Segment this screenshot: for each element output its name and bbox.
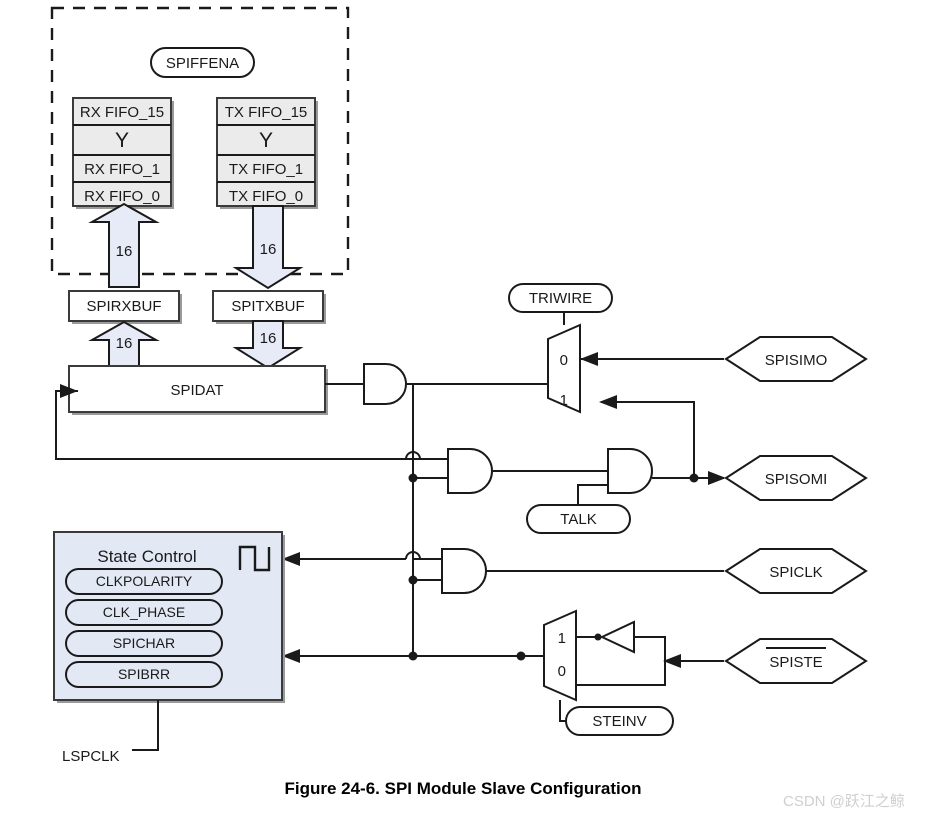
port-spisomi[interactable]: SPISOMI: [724, 455, 868, 501]
arrowhead-state-control-clock: [282, 552, 300, 566]
wire-inverter-in-to-ste: [576, 636, 666, 686]
spitxbuf-bus-width: 16: [260, 330, 277, 347]
steinv-mux: 1 0: [543, 609, 577, 702]
state-control-block: State Control CLKPOLARITY CLK_PHASE SPIC…: [53, 531, 285, 703]
triwire-mux-input-0-label: 0: [560, 352, 568, 369]
state-control-register-clkpolarity[interactable]: CLKPOLARITY: [65, 568, 223, 595]
spiffena-register[interactable]: SPIFFENA: [150, 47, 255, 78]
junction-dot-ste-mux-in: [516, 651, 526, 661]
talk-label: TALK: [560, 511, 596, 528]
state-control-register-clk-phase-label: CLK_PHASE: [103, 604, 185, 620]
spirxbuf-bus-width: 16: [116, 335, 133, 352]
tx-fifo-stack: TX FIFO_15 Y TX FIFO_1 TX FIFO_0: [216, 97, 318, 209]
tx-fifo-bus-width: 16: [260, 241, 277, 258]
spitxbuf-bus-arrow: 16: [232, 320, 304, 370]
state-control-register-spibrr-label: SPIBRR: [118, 666, 170, 682]
wire-somi-branch-to-mux1: [601, 401, 695, 478]
state-control-register-spichar[interactable]: SPICHAR: [65, 630, 223, 657]
rx-fifo-bus-arrow: 16: [88, 202, 160, 288]
spidat-label: SPIDAT: [170, 382, 223, 399]
state-control-register-spichar-label: SPICHAR: [113, 635, 175, 651]
junction-dot-spiclk: [408, 575, 418, 585]
spidat-register: SPIDAT: [68, 365, 328, 415]
arrowhead-spisomi: [708, 471, 726, 485]
port-spisimo[interactable]: SPISIMO: [724, 336, 868, 382]
fifo-enclosure-dashed-box: [50, 6, 350, 276]
triwire-mux-input-1-label: 1: [560, 392, 568, 409]
tx-fifo-cell-1: TX FIFO_1: [229, 161, 303, 178]
port-spiclk-label: SPICLK: [769, 564, 822, 581]
tx-fifo-cell-15: TX FIFO_15: [225, 104, 308, 121]
rx-fifo-cell-1: RX FIFO_1: [84, 161, 160, 178]
state-control-register-clk-phase[interactable]: CLK_PHASE: [65, 599, 223, 626]
junction-dot-inverter-out: [594, 633, 602, 641]
square-wave-icon: [238, 545, 271, 572]
rx-fifo-cell-15: RX FIFO_15: [80, 104, 164, 121]
port-spiste-label: SPISTE: [769, 654, 822, 671]
triwire-mux: 0 1: [547, 323, 581, 414]
wire-lspclk: [132, 700, 159, 751]
and-gate-spidat-output: [363, 363, 407, 405]
tx-fifo-cell-y: Y: [259, 129, 273, 152]
arrowhead-feedback-spidat: [60, 384, 78, 398]
steinv-mux-input-1-label: 1: [558, 630, 566, 647]
watermark: CSDN @跃江之鲸: [783, 793, 905, 810]
arrowhead-state-control-ste: [282, 649, 300, 663]
figure-caption: Figure 24-6. SPI Module Slave Configurat…: [284, 779, 641, 798]
talk-register[interactable]: TALK: [526, 504, 631, 534]
tx-fifo-bus-arrow: 16: [232, 205, 304, 290]
rx-fifo-cell-y: Y: [115, 129, 129, 152]
steinv-label: STEINV: [592, 713, 646, 730]
spitxbuf-label: SPITXBUF: [231, 298, 304, 315]
spirxbuf-label: SPIRXBUF: [86, 298, 161, 315]
state-control-register-clkpolarity-label: CLKPOLARITY: [96, 573, 193, 589]
lspclk-label: LSPCLK: [62, 748, 120, 765]
wire-hop-spiclk: [405, 551, 421, 560]
steinv-register[interactable]: STEINV: [565, 706, 674, 736]
inverter-gate: [599, 620, 635, 654]
and-gate-somi-stage1: [447, 448, 493, 494]
triwire-label: TRIWIRE: [529, 290, 592, 307]
triwire-register[interactable]: TRIWIRE: [508, 283, 613, 313]
spiffena-label: SPIFFENA: [166, 55, 239, 72]
arrowhead-mux-input1: [599, 395, 617, 409]
wire-hop-feedback: [405, 451, 421, 460]
port-spiclk[interactable]: SPICLK: [724, 548, 868, 594]
rx-fifo-stack: RX FIFO_15 Y RX FIFO_1 RX FIFO_0: [72, 97, 174, 209]
spirxbuf-bus-arrow: 16: [88, 320, 160, 367]
and-gate-spiclk: [441, 548, 487, 594]
wire-talk-to-and3: [577, 484, 608, 505]
rx-fifo-cell-0: RX FIFO_0: [84, 188, 160, 205]
spirxbuf-register: SPIRXBUF: [68, 290, 182, 324]
and-gate-talk: [607, 448, 653, 494]
arrowhead-mux-input0: [580, 352, 598, 366]
tx-fifo-cell-0: TX FIFO_0: [229, 188, 303, 205]
state-control-register-spibrr[interactable]: SPIBRR: [65, 661, 223, 688]
rx-fifo-bus-width: 16: [116, 243, 133, 260]
port-spisomi-label: SPISOMI: [765, 471, 828, 488]
spitxbuf-register: SPITXBUF: [212, 290, 326, 324]
state-control-title: State Control: [97, 547, 196, 566]
steinv-mux-input-0-label: 0: [558, 663, 566, 680]
arrowhead-spiste-in: [663, 654, 681, 668]
port-spisimo-label: SPISIMO: [765, 352, 828, 369]
port-spiste[interactable]: SPISTE: [724, 638, 868, 684]
